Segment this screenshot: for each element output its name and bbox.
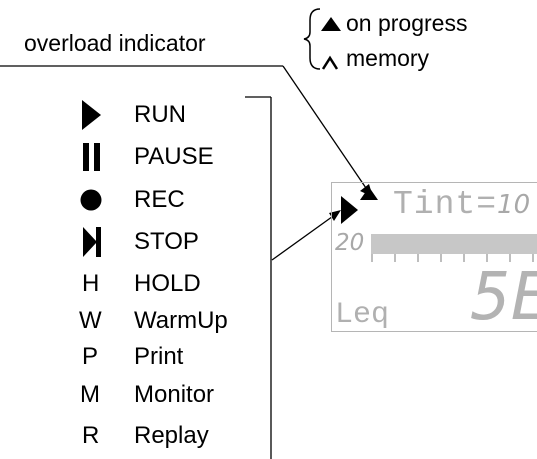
stop-icon-bar — [96, 227, 101, 257]
legend-symbol-monitor: M — [80, 381, 100, 408]
status-arrow-line — [271, 213, 337, 261]
lcd-scale-ticks — [371, 254, 534, 262]
lcd-tint: Tint=10 — [393, 186, 530, 223]
on-progress-triangle-icon — [321, 17, 341, 31]
lcd-level-bar — [371, 234, 537, 254]
overload-indicator-label: overload indicator — [24, 30, 206, 56]
legend-symbol-print: P — [82, 343, 99, 370]
lcd-leq-label: Leq — [335, 298, 390, 332]
brace-icon — [303, 8, 321, 70]
run-icon — [82, 100, 101, 130]
lcd-status-symbols — [341, 187, 534, 262]
legend-label-monitor: Monitor — [134, 381, 215, 408]
legend-label-print: Print — [134, 343, 184, 370]
overload-arrow-line — [282, 65, 369, 192]
stop-icon-triangle — [83, 227, 97, 257]
memory-chevron-icon — [321, 55, 339, 70]
lcd-display: Tint=10 20 Leq 5E — [331, 182, 537, 332]
lcd-tint-value: 10 — [497, 190, 531, 220]
lcd-tint-label: Tint= — [393, 186, 498, 223]
legend-label-replay: Replay — [134, 422, 209, 449]
legend-label-rec: REC — [134, 186, 185, 213]
legend-symbol-replay: R — [82, 422, 100, 449]
on-progress-label: on progress — [346, 10, 468, 36]
pause-icon-bar-right — [94, 143, 100, 171]
lcd-reading: 5E — [471, 258, 537, 332]
legend-label-run: RUN — [134, 101, 186, 128]
legend-label-pause: PAUSE — [134, 143, 214, 170]
lcd-border — [331, 182, 537, 332]
status-arrow-head — [329, 210, 341, 221]
lcd-run-icon — [341, 196, 358, 224]
pause-icon-bar-left — [83, 143, 89, 171]
legend-label-hold: HOLD — [134, 270, 201, 297]
legend-symbol-hold: H — [82, 270, 100, 297]
lcd-scale-low: 20 — [335, 230, 365, 256]
memory-label: memory — [346, 45, 430, 71]
legend-label-stop: STOP — [134, 228, 199, 255]
legend-label-warmup: WarmUp — [134, 307, 228, 334]
rec-icon — [80, 189, 102, 211]
legend-symbol-warmup: W — [79, 307, 102, 334]
lcd-overload-icon — [360, 187, 378, 200]
